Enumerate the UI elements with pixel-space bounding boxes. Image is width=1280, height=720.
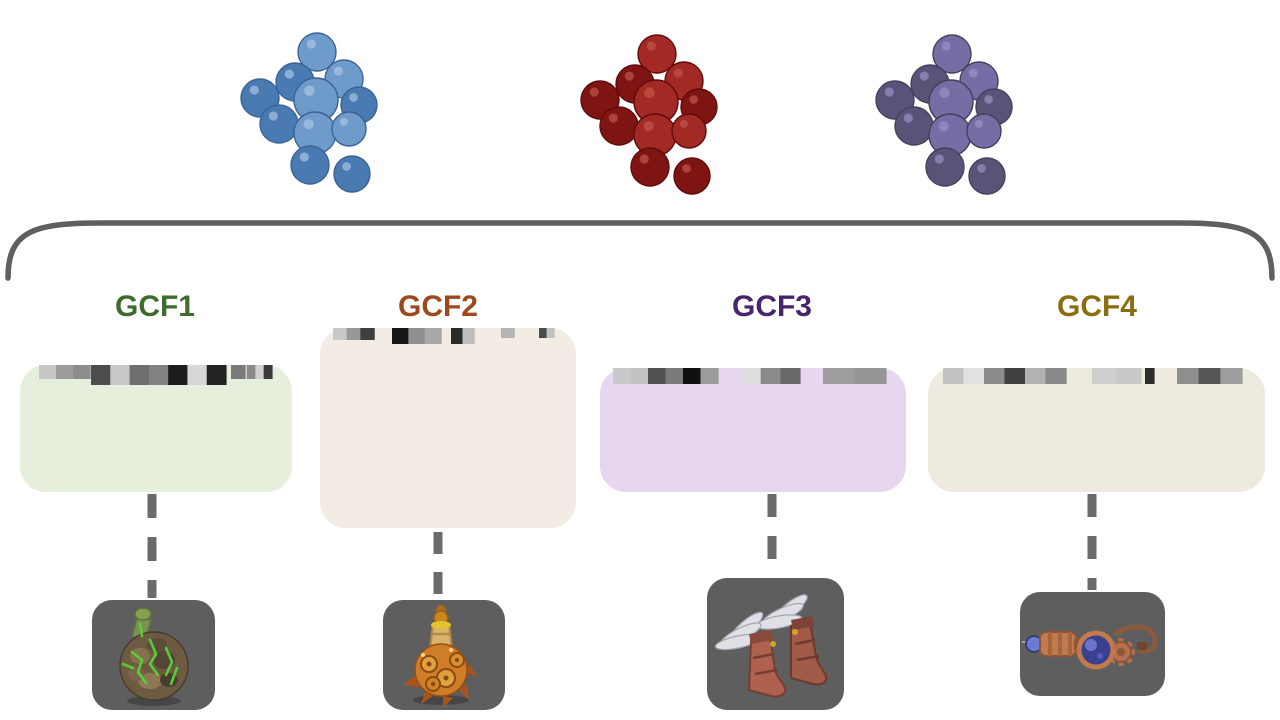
sphere (630, 147, 670, 187)
item-box-gcf3 (707, 578, 844, 710)
gcf3-connector (767, 494, 777, 576)
sphere (259, 104, 299, 144)
orange-spiked-flask-icon (403, 605, 478, 708)
sphere (333, 155, 371, 193)
sphere (925, 147, 965, 187)
gcf2-panel (320, 328, 576, 528)
sphere (331, 111, 367, 147)
bracket-brace (5, 220, 1275, 281)
gcf4-connector (1087, 494, 1097, 590)
winged-boots-icon (714, 594, 828, 698)
gcf3-panel (600, 368, 906, 492)
strain-cluster-red (555, 22, 745, 207)
gcf4-gene-arrows (943, 368, 1243, 384)
gcf1-label: GCF1 (114, 290, 195, 323)
item-box-gcf1 (92, 600, 215, 710)
gcf3-gene-arrows (613, 368, 887, 384)
item-box-gcf2 (383, 600, 505, 710)
gcf1-panel (20, 365, 292, 492)
bracket-path (5, 220, 1275, 281)
sphere (671, 113, 707, 149)
sphere (290, 145, 330, 185)
green-cracked-orb-icon (119, 607, 189, 706)
strain-cluster-purple-spheres (875, 34, 1013, 195)
strain-cluster-blue-spheres (240, 32, 378, 193)
strain-cluster-red-spheres (580, 34, 718, 195)
steampunk-goggles-icon (1022, 624, 1158, 670)
gcf3-label: GCF3 (731, 290, 812, 323)
gcf2-connector (433, 532, 443, 598)
gcf1-gene-arrows (39, 365, 273, 385)
item-box-gcf4 (1020, 592, 1165, 696)
sphere (968, 157, 1006, 195)
sphere (599, 106, 639, 146)
gcf4-label: GCF4 (1056, 290, 1137, 323)
sphere (894, 106, 934, 146)
strain-cluster-purple (850, 22, 1040, 207)
sphere (673, 157, 711, 195)
strain-cluster-blue (215, 20, 405, 205)
gcf2-label: GCF2 (397, 290, 478, 323)
gcf4-panel (928, 368, 1265, 492)
gcf2-gene-arrows (333, 328, 555, 344)
gcf1-connector (147, 494, 157, 598)
sphere (966, 113, 1002, 149)
